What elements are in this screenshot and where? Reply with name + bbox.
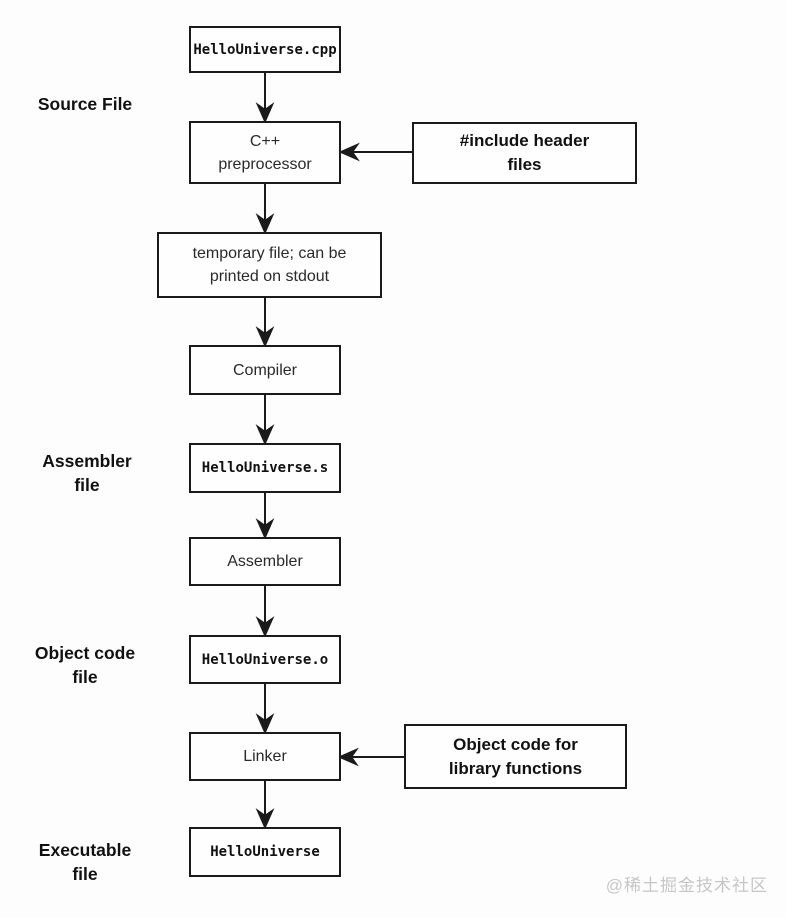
node-preprocessor: C++ preprocessor (189, 121, 341, 184)
label-source-file: Source File (37, 94, 133, 114)
arrow-source-to-preprocessor (255, 73, 275, 124)
node-compiler: Compiler (189, 345, 341, 395)
node-assembler: Assembler (189, 537, 341, 586)
arrow-includes-to-preprocessor (338, 142, 412, 162)
watermark-text: @稀土掘金技术社区 (605, 876, 768, 895)
node-linker: Linker (189, 732, 341, 781)
arrow-objectfile-to-linker (255, 684, 275, 735)
arrow-tempfile-to-compiler (255, 298, 275, 348)
label-object-code-file: Object code file (34, 643, 136, 687)
arrow-libobjects-to-linker (337, 747, 404, 767)
node-executable: HelloUniverse (189, 827, 341, 877)
label-executable-file: Executable file (38, 840, 132, 884)
node-source-file: HelloUniverse.cpp (189, 26, 341, 73)
node-object-file: HelloUniverse.o (189, 635, 341, 684)
node-temp-file: temporary file; can be printed on stdout (157, 232, 382, 298)
arrow-linker-to-executable (255, 781, 275, 830)
arrow-preprocessor-to-tempfile (255, 184, 275, 235)
arrow-compiler-to-assemblerfile (255, 395, 275, 446)
node-include-headers: #include header files (412, 122, 637, 184)
arrow-assemblerfile-to-assembler (255, 493, 275, 540)
label-assembler-file: Assembler file (42, 451, 132, 495)
arrow-assembler-to-objectfile (255, 586, 275, 638)
node-assembler-file: HelloUniverse.s (189, 443, 341, 493)
node-library-objects: Object code for library functions (404, 724, 627, 789)
